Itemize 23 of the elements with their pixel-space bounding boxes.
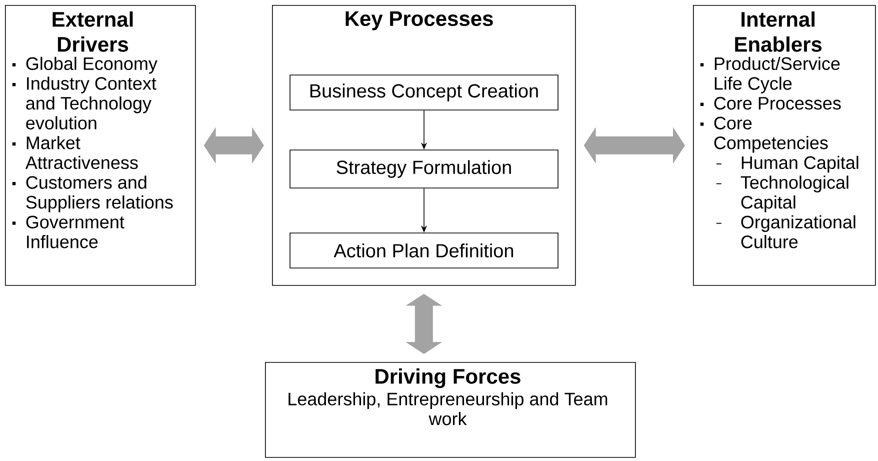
panel-box bbox=[693, 5, 876, 286]
heading: Internal Enablers bbox=[735, 11, 822, 52]
process-box: Business Concept Creation bbox=[290, 74, 558, 110]
process-box: Strategy Formulation bbox=[290, 150, 558, 188]
bullet-item: Government Influence bbox=[12, 216, 124, 248]
process-box: Action Plan Definition bbox=[290, 232, 558, 268]
dash-item: Organizational Culture bbox=[716, 215, 856, 248]
bullet-item: Customers and Suppliers relations bbox=[12, 176, 173, 212]
heading: Key Processes bbox=[346, 11, 493, 30]
body-text: Leadership, Entrepreneurship and Team work bbox=[288, 392, 608, 426]
panel-box bbox=[272, 5, 576, 286]
panel-box bbox=[265, 362, 636, 458]
bullet-item: Core Processes bbox=[700, 96, 841, 110]
dash-item: Technological Capital bbox=[716, 176, 848, 212]
bullet-item: Core Competencies bbox=[700, 116, 828, 153]
bullet-item: Global Economy bbox=[12, 56, 158, 74]
heading: External Drivers bbox=[52, 11, 133, 52]
dash-item: Human Capital bbox=[716, 156, 858, 173]
bullet-item: Market Attractiveness bbox=[12, 136, 138, 170]
bullet-item: Industry Context and Technology evolution bbox=[12, 76, 156, 130]
bullet-item: Product/Service Life Cycle bbox=[700, 56, 840, 94]
panel-box bbox=[5, 5, 196, 286]
heading: Driving Forces bbox=[376, 368, 520, 388]
